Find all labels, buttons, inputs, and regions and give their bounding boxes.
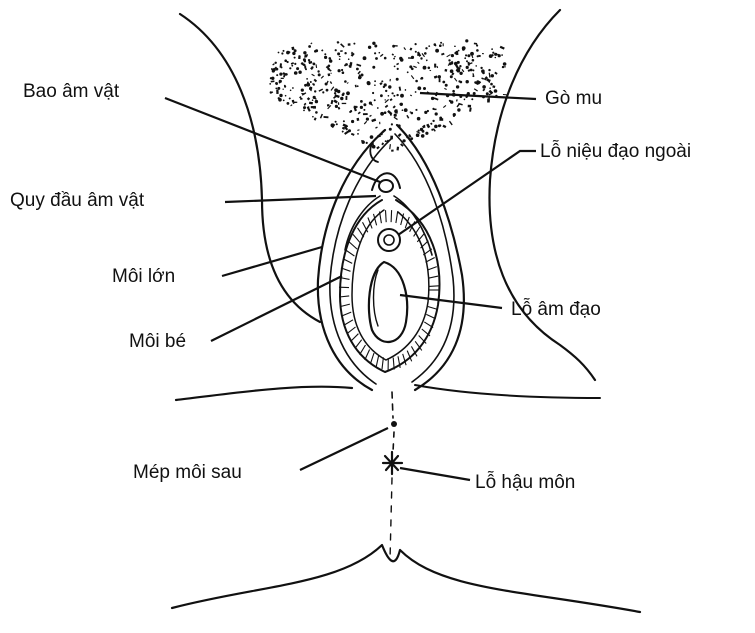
label-quy-dau-am-vat: Quy đầu âm vật xyxy=(10,190,145,211)
leader-moi-be xyxy=(211,276,342,341)
labia-majora xyxy=(318,125,464,390)
label-go-mu: Gò mu xyxy=(545,88,602,109)
leader-mep-moi-sau xyxy=(300,428,388,470)
urethral-opening xyxy=(378,229,400,251)
perineum xyxy=(383,392,402,560)
clitoris xyxy=(345,173,432,255)
label-moi-be: Môi bé xyxy=(129,331,186,352)
leader-moi-lon xyxy=(222,247,322,276)
buttocks-outline xyxy=(172,545,640,612)
left-groin-crease xyxy=(176,387,352,400)
leader-lines xyxy=(165,93,536,480)
label-bao-am-vat: Bao âm vật xyxy=(23,81,120,102)
label-mep-moi-sau: Mép môi sau xyxy=(133,462,242,483)
posterior-commissure-point xyxy=(391,421,397,427)
label-lo-hau-mon: Lỗ hậu môn xyxy=(475,471,575,493)
leader-lo-am-dao xyxy=(400,295,502,308)
leader-lo-hau-mon xyxy=(400,468,470,480)
label-lo-nieu-dao-ngoai: Lỗ niệu đạo ngoài xyxy=(540,140,691,162)
label-lo-am-dao: Lỗ âm đạo xyxy=(511,298,601,320)
clitoral-glans xyxy=(379,180,393,192)
leader-bao-am-vat xyxy=(165,98,380,182)
anus-mark xyxy=(383,452,402,474)
labels: Bao âm vật Gò mu Lỗ niệu đạo ngoài Quy đ… xyxy=(10,81,691,493)
leader-quy-dau xyxy=(225,196,376,202)
leader-go-mu xyxy=(420,93,536,99)
vaginal-opening xyxy=(369,262,407,342)
label-moi-lon: Môi lớn xyxy=(112,266,175,287)
right-groin-crease xyxy=(415,385,600,398)
left-thigh-outline xyxy=(180,14,320,322)
